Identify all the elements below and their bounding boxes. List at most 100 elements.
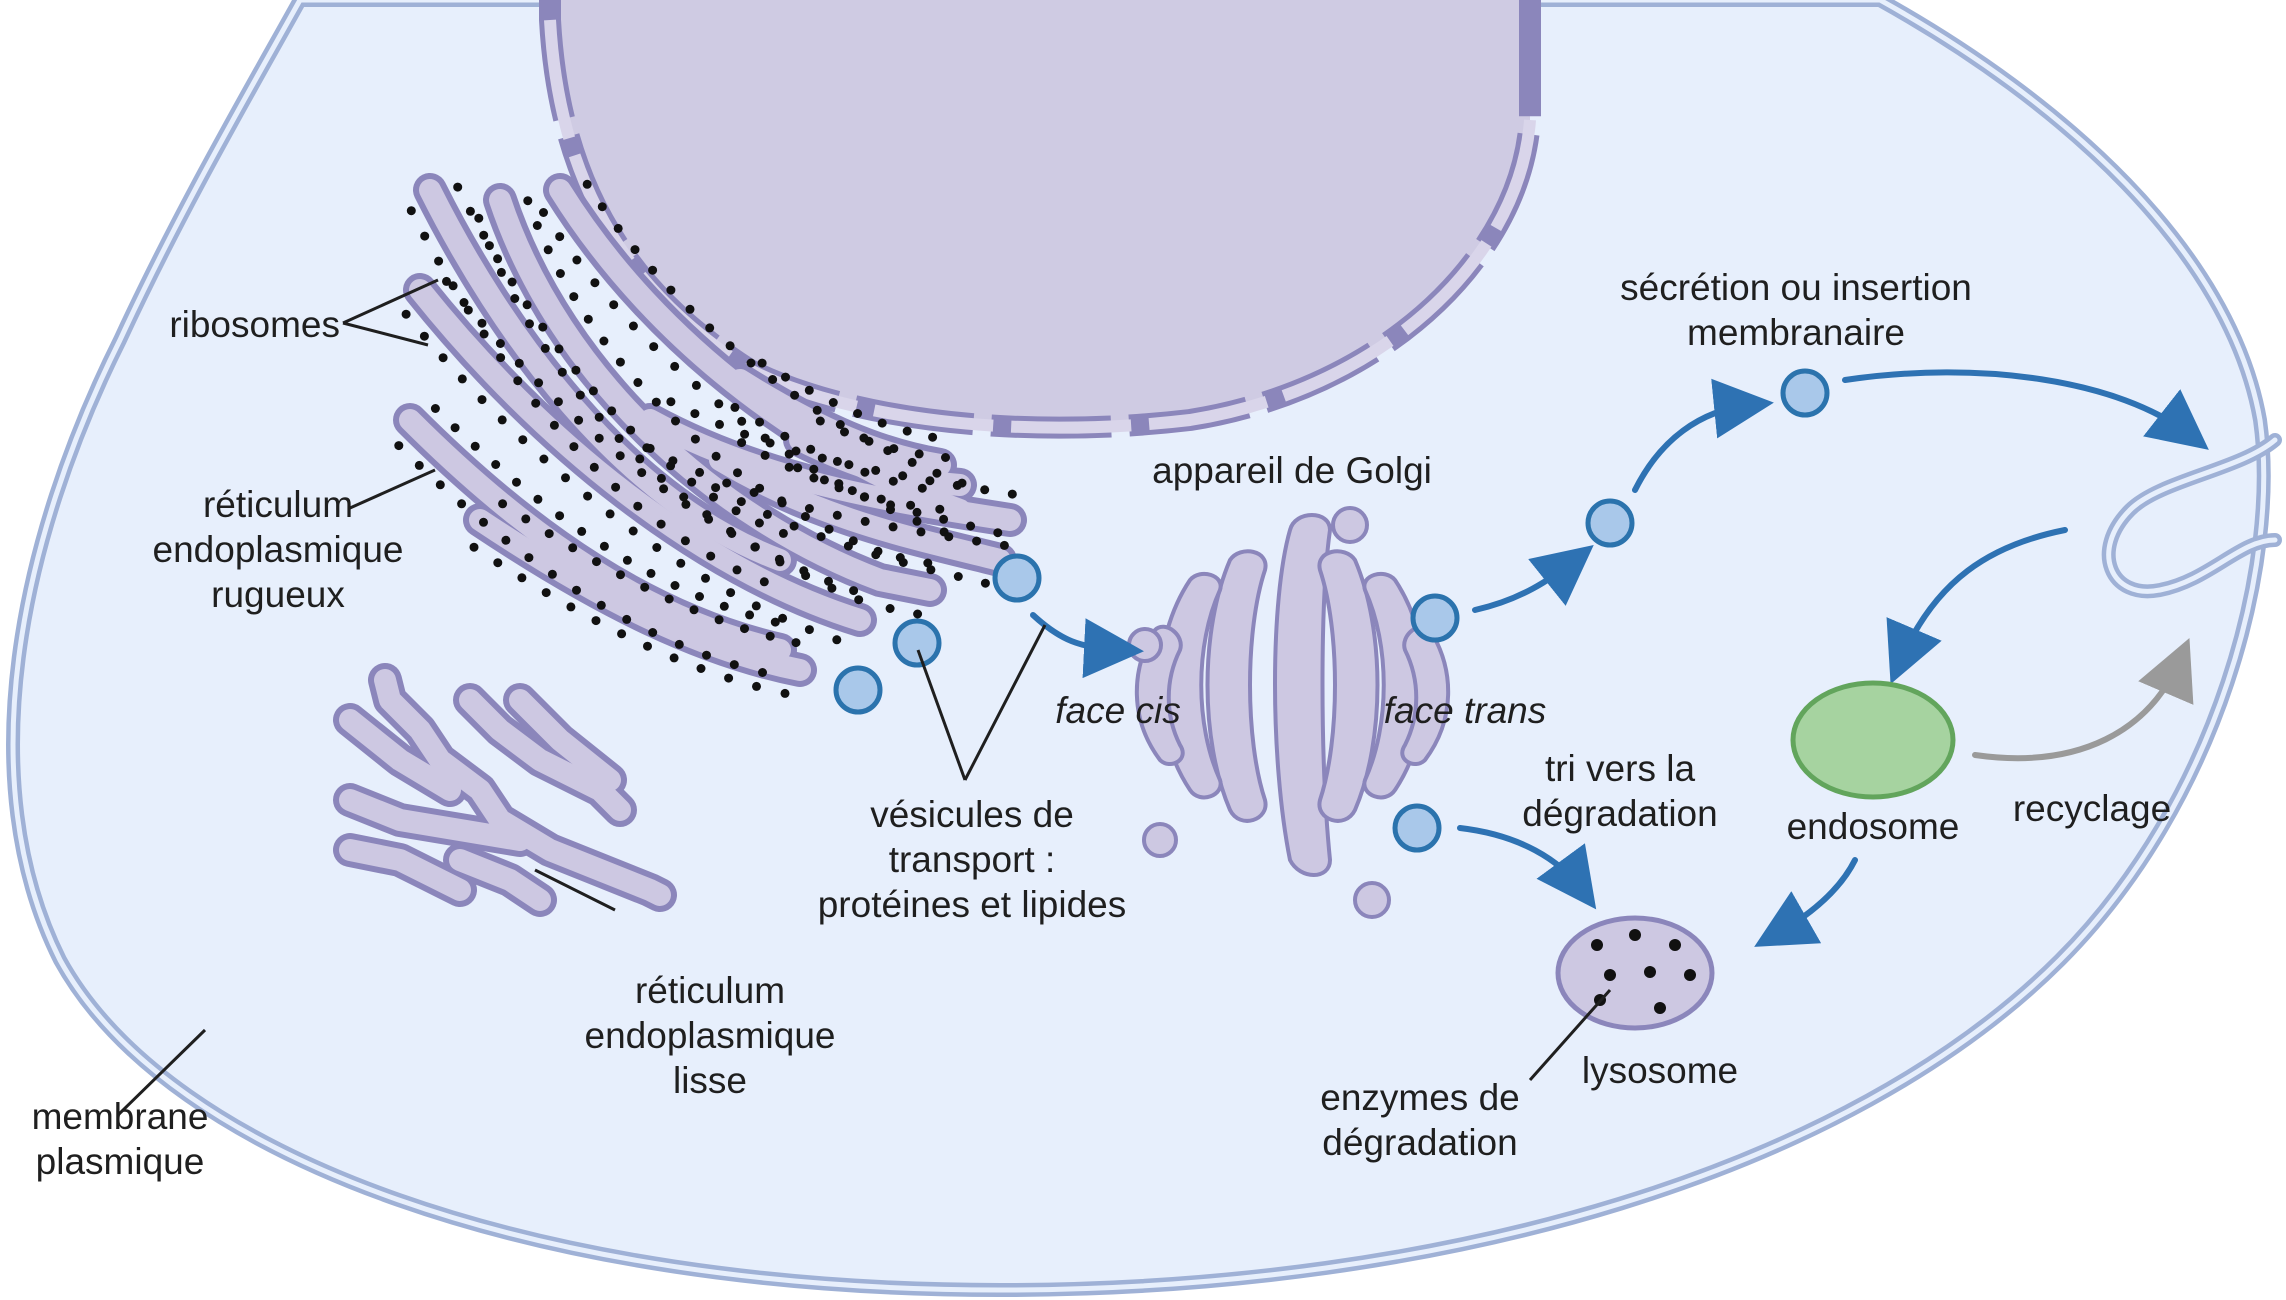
ribosome-dot xyxy=(730,402,740,412)
ribosome-dots xyxy=(394,179,1017,698)
ribosome-dot xyxy=(740,429,750,439)
ribosome-dot xyxy=(871,465,881,475)
ribosome-dot xyxy=(724,673,734,683)
ribosome-dot xyxy=(935,504,945,514)
ribosome-dot xyxy=(824,524,834,534)
smooth-er-label-line-2: endoplasmique xyxy=(584,1015,836,1056)
ribosome-dot xyxy=(524,553,534,563)
vesicles-label: vésicules de transport : protéines et li… xyxy=(818,792,1127,927)
ribosome-dot xyxy=(583,314,593,324)
ribosome-dot xyxy=(832,635,842,645)
ribosome-dot xyxy=(926,565,936,575)
ribosome-dot xyxy=(572,585,581,595)
ribosome-dot xyxy=(889,444,899,454)
ribosome-dot xyxy=(394,441,404,451)
ribosome-dot xyxy=(690,409,700,419)
ribosome-dot xyxy=(804,504,814,513)
ribosome-dot xyxy=(574,415,584,425)
ribosome-dot xyxy=(474,213,484,223)
ribosome-dot xyxy=(442,276,451,286)
ribosome-dot xyxy=(731,506,741,516)
ribosome-dot xyxy=(702,650,711,660)
ribosome-dot xyxy=(972,536,982,546)
ribosome-dot xyxy=(774,554,784,564)
ribosome-dot xyxy=(913,609,923,619)
smooth-er-label-line-3: lisse xyxy=(672,1060,748,1101)
ribosome-dot xyxy=(854,595,864,605)
lysosome-label: lysosome xyxy=(1581,1050,1739,1091)
secretion-label-line-1: sécrétion ou insertion xyxy=(1620,267,1972,308)
ribosome-dot xyxy=(656,473,666,483)
ribosome-dot xyxy=(497,415,507,425)
ribosome-dot xyxy=(923,558,933,568)
secretion-label: sécrétion ou insertion membranaire xyxy=(1620,265,1972,355)
ribosome-dot xyxy=(768,375,778,384)
ribosome-dot xyxy=(531,398,541,408)
plasma-membrane-label: membrane plasmique xyxy=(32,1094,209,1184)
ribosome-dot xyxy=(680,536,690,546)
ribosome-dot xyxy=(757,358,767,368)
ribosome-dot xyxy=(566,602,576,612)
ribosome-dot xyxy=(591,616,601,626)
ribosome-dot xyxy=(784,449,794,459)
ribosome-dot xyxy=(648,265,658,275)
ribosome-dot xyxy=(778,613,788,623)
ribosome-dot xyxy=(849,586,859,596)
ribosome-dot xyxy=(871,550,881,560)
ribosome-dot xyxy=(571,365,581,375)
ribosome-dot xyxy=(539,208,548,217)
ribosome-dot xyxy=(648,628,658,637)
ribosome-dot xyxy=(928,432,938,442)
ribosome-dot xyxy=(676,558,686,568)
face-trans-label: face trans xyxy=(1383,690,1547,731)
enzymes-label-line-1: enzymes de xyxy=(1320,1077,1520,1118)
ribosome-dot xyxy=(597,202,607,212)
ribosome-dot xyxy=(616,570,625,580)
ribosome-dot xyxy=(914,449,924,459)
ribosome-dot xyxy=(815,416,825,426)
ribosome-dot xyxy=(592,557,601,567)
ribosome-dot xyxy=(827,583,837,593)
ribosome-dot xyxy=(514,358,524,368)
ribosome-dot xyxy=(599,336,609,346)
ribosome-dot xyxy=(479,517,488,527)
ribosome-dot xyxy=(543,245,553,255)
ribosome-dot xyxy=(765,438,775,448)
ribosome-dot xyxy=(594,412,604,422)
ribosome-dot xyxy=(549,420,559,430)
smooth-er-label-line-1: réticulum xyxy=(634,970,786,1011)
ribosome-dot xyxy=(479,230,489,240)
ribosome-dot xyxy=(812,405,822,415)
ribosome-dot xyxy=(789,521,799,531)
ribosome-dot xyxy=(457,374,467,384)
plasma-membrane-label-line-1: membrane xyxy=(31,1096,209,1137)
ribosome-dot xyxy=(695,592,704,601)
nucleus xyxy=(550,0,1530,428)
ribosome-dot xyxy=(687,477,697,487)
ribosome-dot xyxy=(501,535,511,545)
ribosome-dot xyxy=(512,477,521,487)
ribosome-dot xyxy=(611,482,621,492)
ribosome-dot xyxy=(583,491,593,501)
ribosome-dot xyxy=(681,499,691,509)
ribosome-dot xyxy=(659,484,669,494)
ribosome-dot xyxy=(835,420,845,429)
ribosome-dot xyxy=(651,397,661,407)
ribosome-dot xyxy=(668,456,678,466)
ribosome-dot xyxy=(696,664,706,673)
ribosome-dot xyxy=(780,688,790,698)
ribosome-dot xyxy=(840,427,849,437)
ribosome-dot xyxy=(888,476,898,486)
ribosome-dot xyxy=(635,454,645,464)
ribosome-dot xyxy=(917,483,927,493)
ribosome-dot xyxy=(521,514,531,524)
ribosome-dot xyxy=(547,569,557,579)
ribosome-dot xyxy=(755,417,765,427)
ribosome-dot xyxy=(622,614,632,624)
ribosome-dot xyxy=(414,460,424,470)
ribosome-dot xyxy=(513,376,523,386)
ribosome-dot xyxy=(816,532,826,542)
ribosome-dot xyxy=(944,532,954,542)
ribosome-dot xyxy=(762,509,772,519)
ribosome-dot xyxy=(510,294,520,303)
